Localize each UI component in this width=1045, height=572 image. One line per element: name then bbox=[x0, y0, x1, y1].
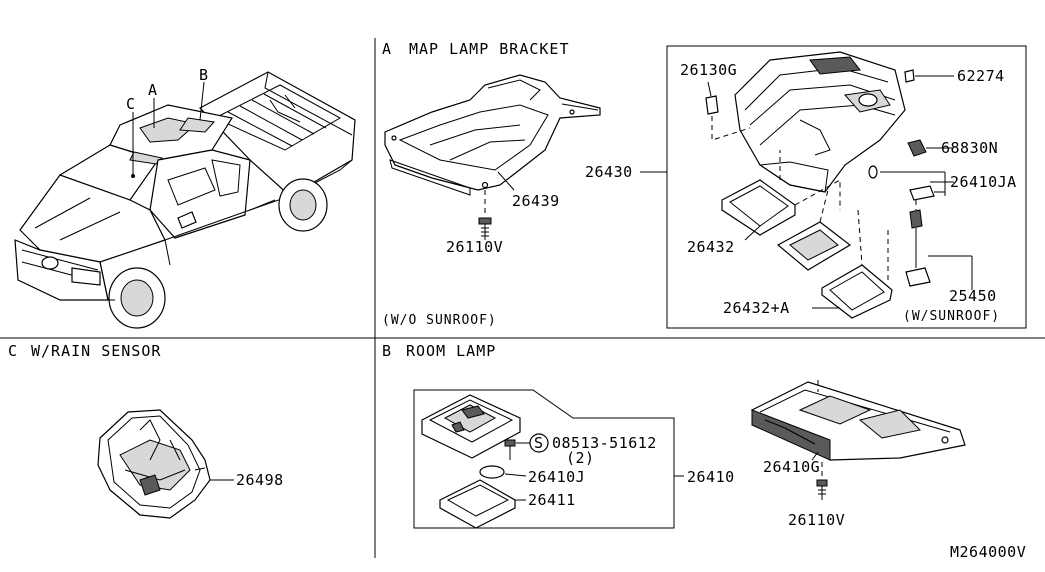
part-26410g-label: 26410G bbox=[763, 458, 820, 476]
vehicle-marker-c: C bbox=[126, 95, 136, 113]
part-68830n-label: 68830N bbox=[941, 139, 998, 157]
room-lamp-frame bbox=[413, 389, 675, 529]
screw-symbol: S bbox=[534, 434, 544, 452]
section-b-title: ROOM LAMP bbox=[406, 342, 496, 360]
section-b-letter: B bbox=[382, 342, 392, 360]
part-26432a-label: 26432+A bbox=[723, 299, 790, 317]
map-lamp-bracket-drawing bbox=[384, 74, 601, 240]
part-26439-label: 26439 bbox=[512, 192, 560, 210]
section-c-letter: C bbox=[8, 342, 18, 360]
diagram-code: M264000V bbox=[950, 543, 1026, 561]
part-25450-label: 25450 bbox=[949, 287, 997, 305]
map-lamp-drawing bbox=[640, 51, 973, 319]
section-a-letter: A bbox=[382, 40, 392, 58]
part-26410ja-label: 26410JA bbox=[950, 173, 1017, 191]
section-c-title: W/RAIN SENSOR bbox=[31, 342, 161, 360]
map-lamp-frame bbox=[666, 45, 1027, 329]
part-26432-label: 26432 bbox=[687, 238, 735, 256]
vehicle-illustration bbox=[14, 71, 356, 329]
room-lamp-drawing bbox=[421, 380, 966, 529]
part-26130g-label: 26130G bbox=[680, 61, 737, 79]
section-a-title: MAP LAMP BRACKET bbox=[409, 40, 570, 58]
part-26110v-label: 26110V bbox=[446, 238, 503, 256]
screw-quantity: (2) bbox=[566, 449, 595, 467]
panel-dividers bbox=[0, 38, 1045, 558]
vehicle-marker-a: A bbox=[148, 81, 158, 99]
part-62274-label: 62274 bbox=[957, 67, 1005, 85]
map-lamp-note: (W/SUNROOF) bbox=[903, 309, 1000, 324]
part-26430-label: 26430 bbox=[585, 163, 633, 181]
rain-sensor-cover-drawing bbox=[97, 409, 234, 519]
bracket-note: (W/O SUNROOF) bbox=[382, 313, 497, 328]
part-26411-label: 26411 bbox=[528, 491, 576, 509]
part-26110v-room-label: 26110V bbox=[788, 511, 845, 529]
vehicle-marker-b: B bbox=[199, 66, 209, 84]
part-26498-label: 26498 bbox=[236, 471, 284, 489]
part-08513-51612-label: 08513-51612 bbox=[552, 434, 657, 452]
part-26410-label: 26410 bbox=[687, 468, 735, 486]
part-26410j-label: 26410J bbox=[528, 468, 585, 486]
